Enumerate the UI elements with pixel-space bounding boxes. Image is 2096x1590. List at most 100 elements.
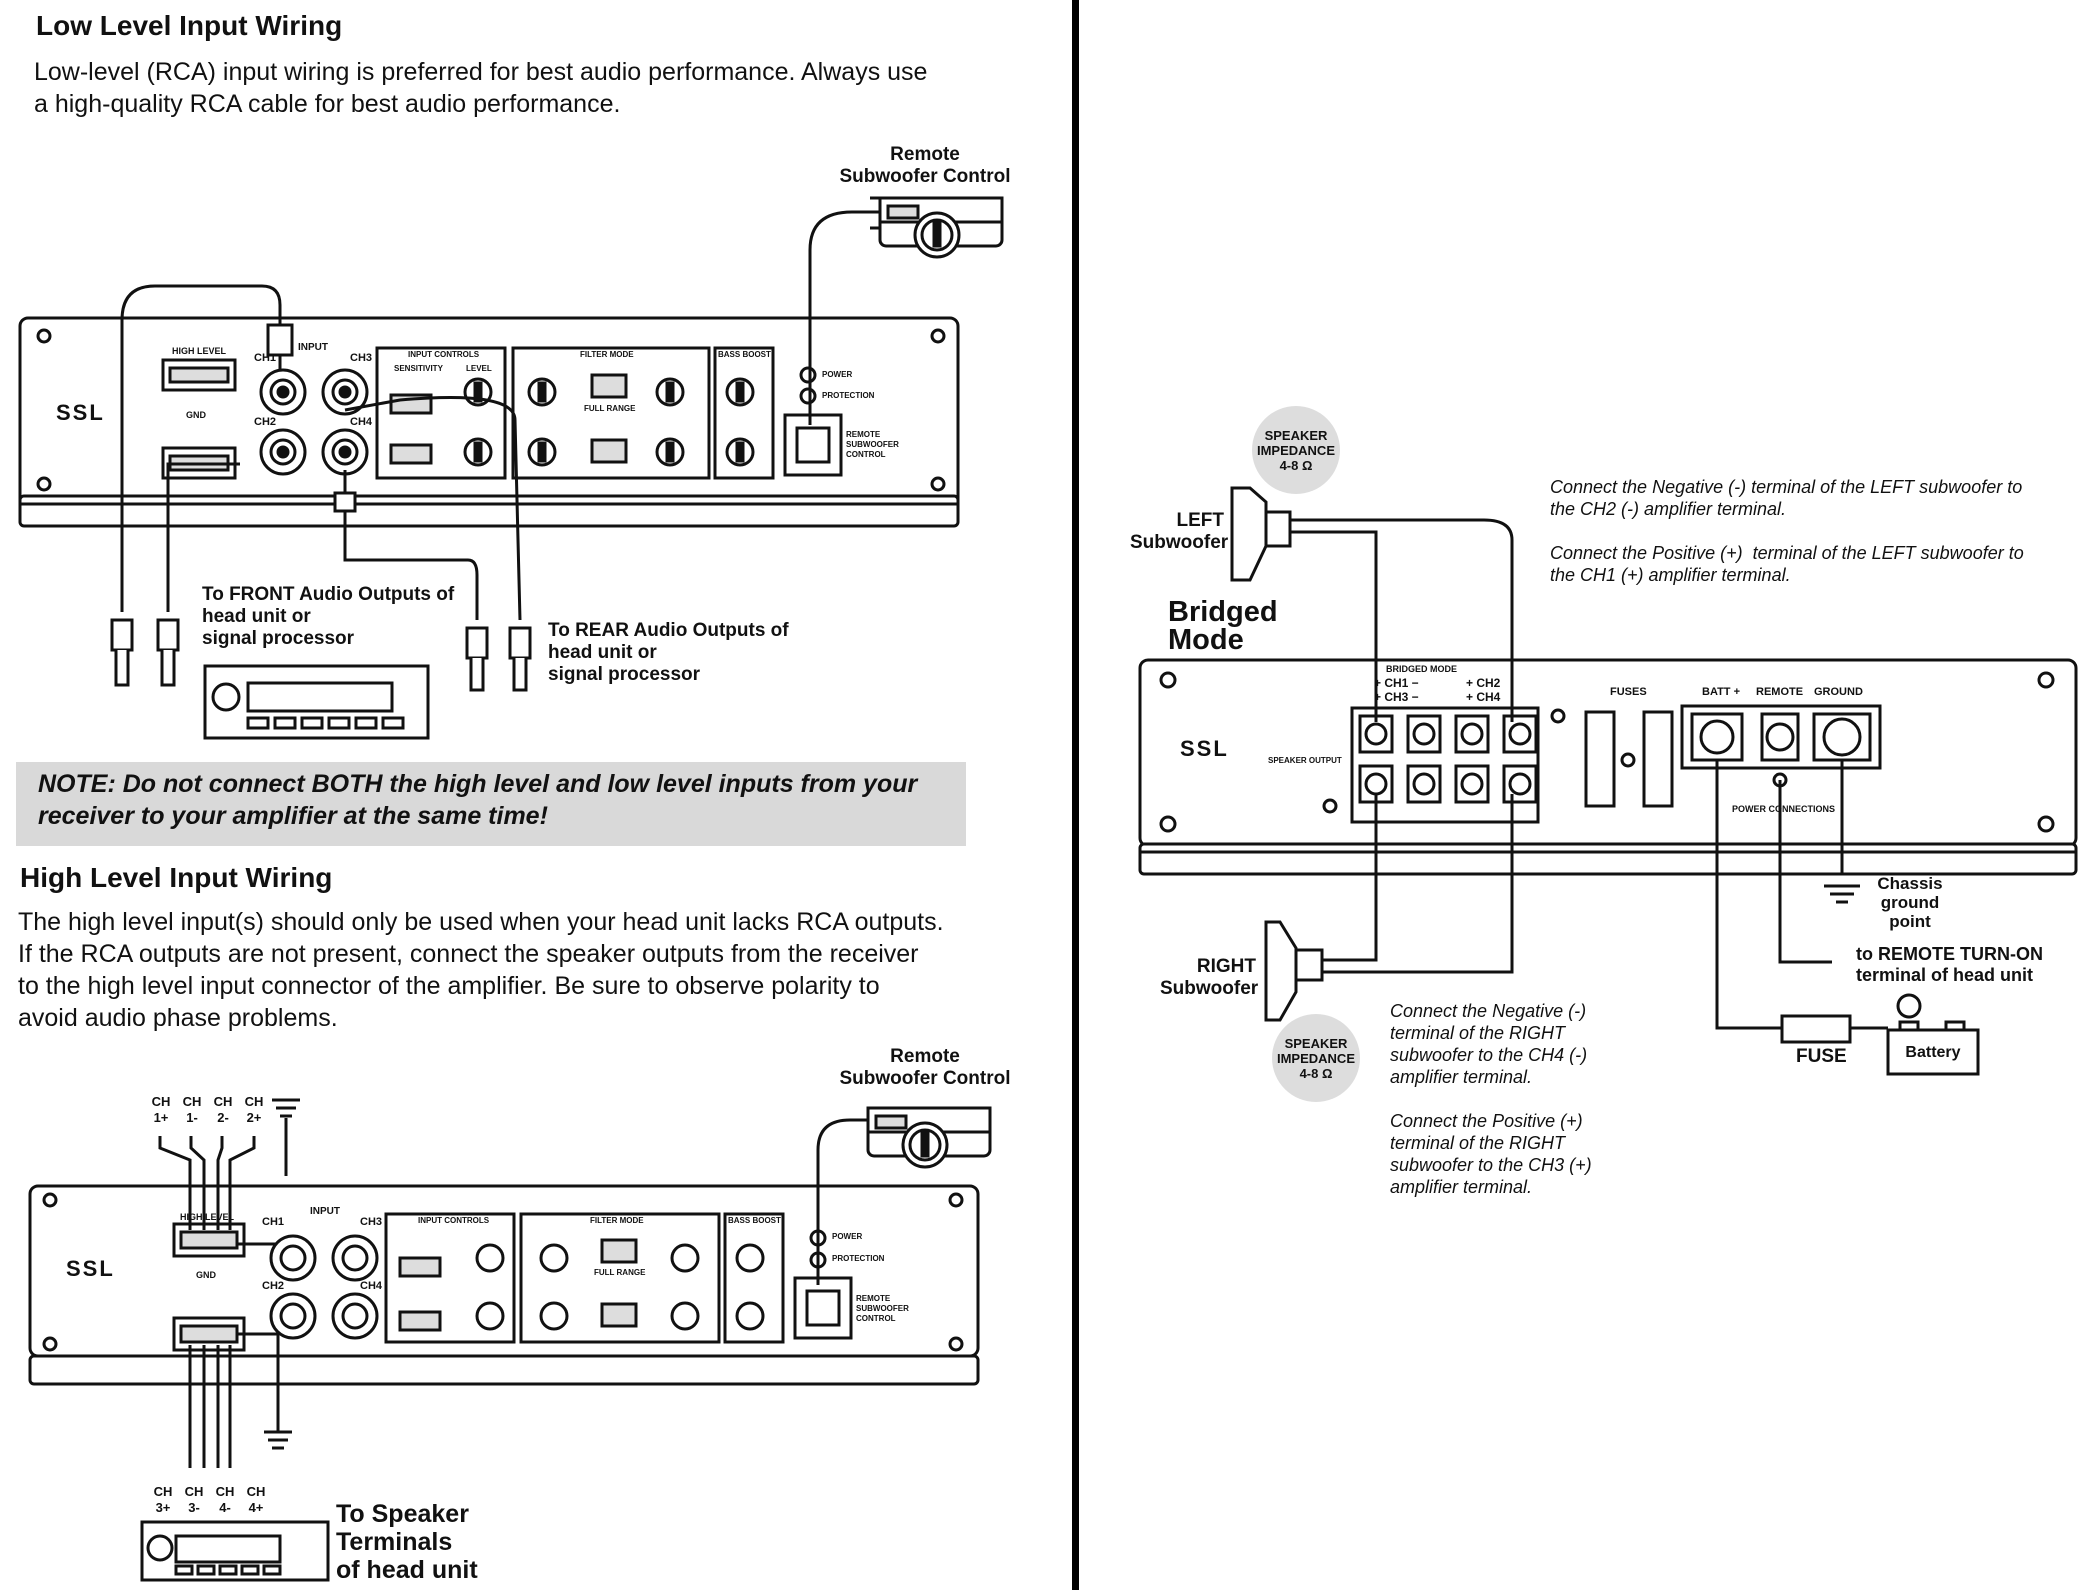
high-level-title: High Level Input Wiring <box>20 862 333 893</box>
fuse-label: FUSE <box>1796 1046 1847 1067</box>
ch4-label-high: CH4 <box>360 1280 383 1292</box>
high-level-intro-line-4: avoid audio phase problems. <box>18 1004 338 1032</box>
imp-bottom-1: SPEAKER <box>1284 1036 1348 1051</box>
high-level-intro-line-1: The high level input(s) should only be u… <box>18 908 944 936</box>
full-range-label-high: FULL RANGE <box>594 1268 646 1277</box>
full-range-label-low: FULL RANGE <box>584 404 636 413</box>
input-controls-label-low: INPUT CONTROLS <box>408 350 480 359</box>
gnd-label-high: GND <box>196 1270 216 1280</box>
ch-text: CH <box>182 1094 202 1109</box>
remote-label-low-line-2: Subwoofer Control <box>839 166 1011 187</box>
ch-num: 2+ <box>246 1110 262 1125</box>
gnd-label-low: GND <box>186 410 206 420</box>
ch-num: 1- <box>186 1110 198 1125</box>
high-level-wires <box>158 1118 868 1468</box>
remote-knob-low <box>870 196 1004 259</box>
rear-outputs-line-1: To REAR Audio Outputs of <box>548 620 789 641</box>
ch-text: CH <box>215 1484 235 1499</box>
impedance-badge-top: SPEAKER IMPEDANCE 4-8 Ω <box>1252 428 1340 473</box>
imp-bottom-3: 4-8 Ω <box>1299 1066 1333 1081</box>
ch2-label-low: CH2 <box>254 416 277 428</box>
low-level-intro: Low-level (RCA) input wiring is preferre… <box>34 56 927 120</box>
right-neg-line-1: Connect the Negative (-) <box>1390 1001 1587 1021</box>
remote-knob-high <box>866 1106 992 1169</box>
speaker-output-label: SPEAKER OUTPUT <box>1268 756 1342 765</box>
right-positive-instruction: Connect the Positive (+) terminal of the… <box>1390 1110 1592 1198</box>
power-label-low: POWER <box>822 370 853 379</box>
sensitivity-label-low: SENSITIVITY <box>394 364 443 373</box>
level-label-low: LEVEL <box>466 364 492 373</box>
input-label-high: INPUT <box>310 1206 340 1217</box>
ch2-label-high: CH2 <box>262 1280 285 1292</box>
low-level-title: Low Level Input Wiring <box>36 10 343 41</box>
ssl-logo-high: SSL <box>66 1256 115 1281</box>
panel-ch4: + CH4 <box>1466 690 1501 704</box>
page-divider <box>1072 0 1079 1590</box>
warning-note: NOTE: Do not connect BOTH the high level… <box>16 762 966 846</box>
rear-outputs-line-2: head unit or <box>548 642 657 663</box>
remote-label-high-line-1: Remote <box>890 1046 960 1067</box>
ch-num: 4+ <box>248 1500 264 1515</box>
amp-panel-bridged <box>1138 658 2078 876</box>
bridged-title-line-1: Bridged <box>1168 596 1278 628</box>
filter-mode-label-low: FILTER MODE <box>580 350 634 359</box>
input-controls-label-high: INPUT CONTROLS <box>418 1216 490 1225</box>
high-level-intro-line-2: If the RCA outputs are not present, conn… <box>18 940 919 968</box>
right-pos-line-2: terminal of the RIGHT <box>1390 1133 1566 1153</box>
ch3-label-high: CH3 <box>360 1216 383 1228</box>
ch-num: 1+ <box>153 1110 169 1125</box>
chassis-ground-symbol <box>1824 884 1860 904</box>
ground-symbols-high <box>264 1098 300 1450</box>
left-pos-line-2: the CH1 (+) amplifier terminal. <box>1550 565 1791 585</box>
imp-top-1: SPEAKER <box>1264 428 1328 443</box>
bridged-mode-panel-label: BRIDGED MODE <box>1386 664 1458 674</box>
ch-num: 3+ <box>155 1500 171 1515</box>
left-subwoofer-label: LEFT Subwoofer <box>1130 510 1229 554</box>
left-sub-line-2: Subwoofer <box>1130 532 1229 553</box>
ground-label: GROUND <box>1814 686 1863 698</box>
ch1-label-high: CH1 <box>262 1216 285 1228</box>
power-connections-label: POWER CONNECTIONS <box>1732 804 1836 814</box>
speaker-terminals-label: To Speaker Terminals of head unit <box>336 1500 478 1584</box>
right-neg-line-4: amplifier terminal. <box>1390 1067 1533 1087</box>
remote-panel-label: REMOTE <box>1756 686 1804 698</box>
batt-label: BATT + <box>1702 686 1740 698</box>
left-positive-instruction: Connect the Positive (+) terminal of the… <box>1550 542 2024 586</box>
high-level-label-high: HIGH LEVEL <box>180 1212 235 1222</box>
remote-sub-control-label-low: REMOTE SUBWOOFER CONTROL <box>846 430 899 460</box>
power-label-high: POWER <box>832 1232 863 1241</box>
left-pos-line-1: Connect the Positive (+) terminal of the… <box>1550 543 2024 563</box>
remote-sub-label-high-3: CONTROL <box>856 1314 896 1323</box>
ch-text: CH <box>153 1484 173 1499</box>
bridged-title-line-2: Mode <box>1168 624 1244 656</box>
ch-text: CH <box>213 1094 233 1109</box>
remote-sub-label-low-1: REMOTE <box>846 430 881 439</box>
right-subwoofer-label: RIGHT Subwoofer <box>1160 956 1258 1000</box>
left-neg-line-1: Connect the Negative (-) terminal of the… <box>1550 477 2023 497</box>
left-negative-instruction: Connect the Negative (-) terminal of the… <box>1550 476 2022 520</box>
low-level-intro-line-1: Low-level (RCA) input wiring is preferre… <box>34 58 928 86</box>
ch-text: CH <box>151 1094 171 1109</box>
bass-boost-label-high: BASS BOOST <box>728 1216 781 1225</box>
protection-label-low: PROTECTION <box>822 391 875 400</box>
impedance-badges <box>1252 406 1360 1102</box>
ch4-label-low: CH4 <box>350 416 373 428</box>
chassis-ground-label: Chassis ground point <box>1860 874 1960 931</box>
warning-note-line-2: receiver to your amplifier at the same t… <box>38 802 548 830</box>
remote-sub-label-low-3: CONTROL <box>846 450 886 459</box>
ssl-logo-bridged: SSL <box>1180 736 1229 761</box>
panel-ch1: + CH1 − <box>1374 676 1419 690</box>
remote-label-low-line-1: Remote <box>890 144 960 165</box>
high-level-intro: The high level input(s) should only be u… <box>18 906 944 1034</box>
speaker-terminals-line-2: Terminals <box>336 1528 453 1556</box>
rca-plugs-low <box>110 323 532 692</box>
bass-boost-label-low: BASS BOOST <box>718 350 771 359</box>
remote-label-high: Remote Subwoofer Control <box>820 1046 1030 1090</box>
remote-label-low: Remote Subwoofer Control <box>820 144 1030 188</box>
ch-text: CH <box>244 1094 264 1109</box>
ch-num: 4- <box>219 1500 231 1515</box>
